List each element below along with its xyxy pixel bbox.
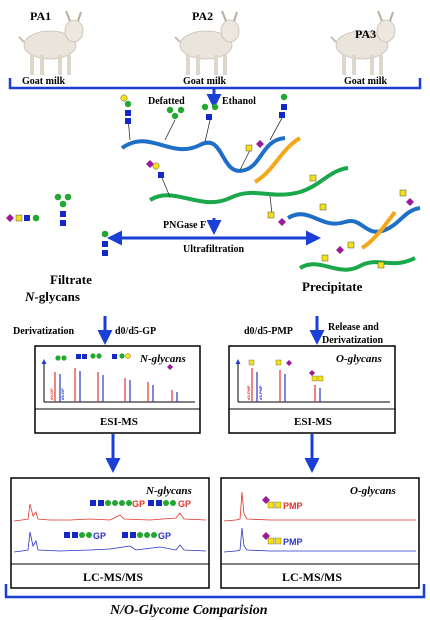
lc-right-label: LC-MS/MS: [282, 570, 342, 584]
lc-left-tag-bottom-2: GP: [158, 531, 171, 541]
right-step-derivatization: Derivatization: [322, 335, 384, 346]
free-n-glycans: [6, 193, 109, 256]
esi-left-tag-a: d0-GP: [49, 388, 54, 400]
left-step-reagent: d0/d5-GP: [115, 326, 156, 337]
footer-title: N/O-Glycome Comparision: [109, 603, 268, 618]
lc-left-tag-bottom-1: GP: [93, 531, 106, 541]
filtrate-n-glycans-label: N-glycans: [24, 289, 80, 304]
lc-right-title: O-glycans: [350, 485, 396, 497]
goat-pa2-caption: Goat milk: [183, 76, 226, 87]
lc-ms-o-glycans-panel: O-glycans PMP PMP LC-MS/MS: [220, 477, 420, 589]
goat-pa3-label: PA3: [355, 27, 376, 41]
lc-left-red-trace: [13, 503, 207, 522]
footer-bracket: [4, 584, 426, 599]
esi-left-title: N-glycans: [139, 353, 186, 365]
lc-right-red-trace: [223, 491, 416, 522]
esi-ms-n-glycans-panel: N-glycans d0-GP d5-GP ESI-MS: [34, 345, 201, 434]
filtrate-label: Filtrate: [50, 272, 92, 287]
esi-left-tag-b: d5-GP: [60, 388, 65, 400]
lc-right-tag-top: PMP: [283, 501, 303, 511]
right-step-release: Release and: [328, 322, 379, 333]
goat-pa1-caption: Goat milk: [22, 76, 65, 87]
esi-right-label: ESI-MS: [294, 416, 332, 428]
goat-pa1: PA1 Goat milk: [18, 9, 84, 87]
step-ethanol: Ethanol: [222, 96, 256, 107]
lc-left-label: LC-MS/MS: [83, 570, 143, 584]
esi-right-title: O-glycans: [336, 353, 382, 365]
esi-left-label: ESI-MS: [100, 416, 138, 428]
esi-right-tag-a: d0-PMP: [246, 385, 251, 400]
step-defatted: Defatted: [148, 96, 185, 107]
right-step-reagent: d0/d5-PMP: [244, 326, 293, 337]
esi-right-tag-b: d5-PMP: [258, 385, 263, 400]
precipitate-label: Precipitate: [302, 279, 363, 294]
lc-left-tag-top-2: GP: [178, 499, 191, 509]
step-pngase: PNGase F: [163, 220, 206, 231]
glycoprotein-illustration: [120, 93, 349, 226]
goat-pa2-label: PA2: [192, 9, 213, 23]
goat-pa1-label: PA1: [30, 9, 51, 23]
lc-left-tag-top-1: GP: [132, 499, 145, 509]
lc-right-blue-trace: [223, 527, 416, 553]
lc-right-tag-bottom: PMP: [283, 537, 303, 547]
goat-pa3: PA3 Goat milk: [330, 10, 396, 87]
left-step-derivatization: Derivatization: [13, 326, 75, 337]
goat-pa2: PA2 Goat milk: [174, 9, 240, 87]
lc-ms-n-glycans-panel: N-glycans GP GP GP GP LC-MS/MS: [10, 477, 210, 589]
step-ultrafiltration: Ultrafiltration: [183, 244, 245, 255]
esi-ms-o-glycans-panel: O-glycans d0-PMP d5-PMP ESI-MS: [228, 345, 396, 434]
lc-left-blue-trace: [13, 531, 207, 553]
goat-pa3-caption: Goat milk: [344, 76, 387, 87]
precipitate-proteins: [286, 189, 421, 272]
lc-left-title: N-glycans: [145, 485, 192, 497]
